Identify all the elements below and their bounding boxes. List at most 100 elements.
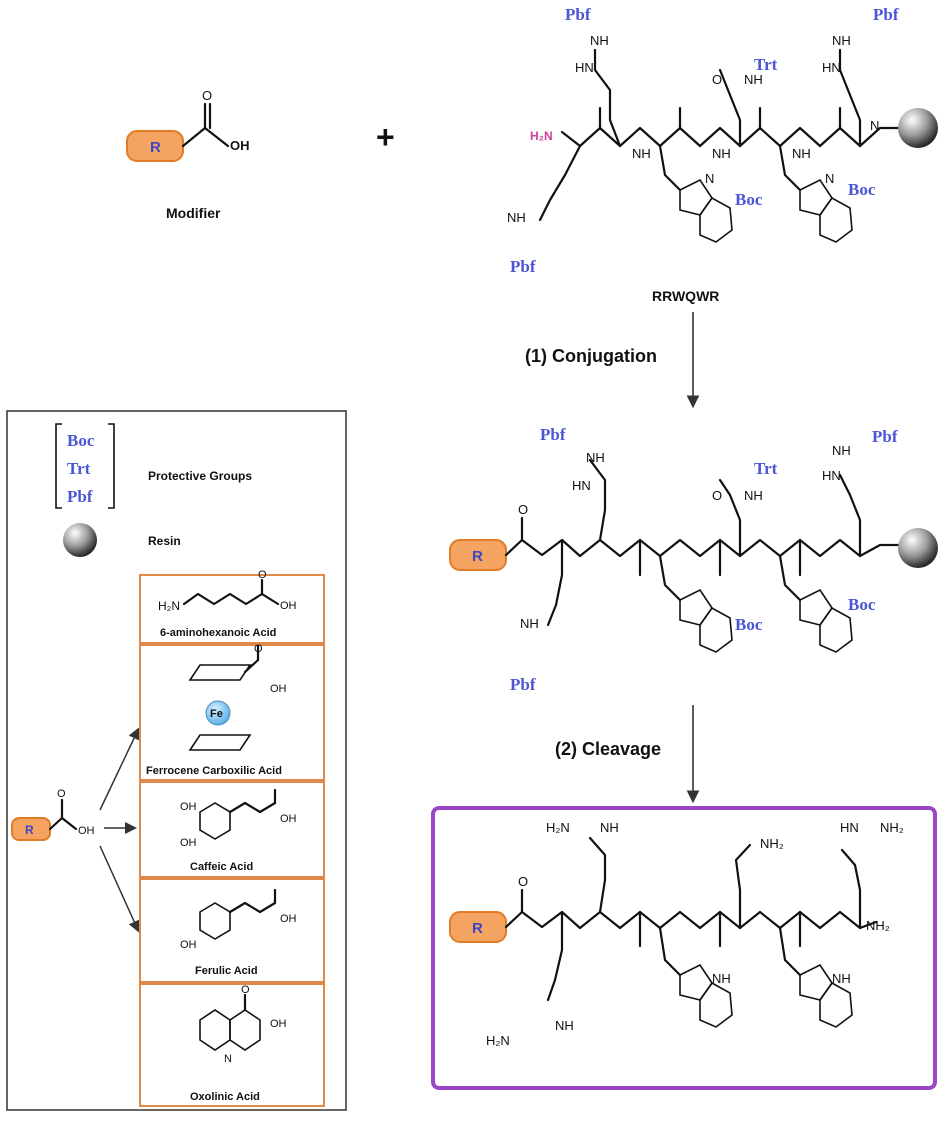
modifier-box-5 (139, 983, 325, 1107)
ferrocene-name: Ferrocene Carboxilic Acid (146, 765, 282, 777)
boc-1: Boc (735, 190, 763, 209)
small-o: O (57, 788, 66, 800)
protective-groups-legend: Boc Trt Pbf Protective Groups Resin (55, 423, 252, 557)
resin-bead-2 (898, 528, 938, 568)
trp-nh-1: NH (712, 971, 731, 986)
ferulic-oh: OH (280, 913, 297, 925)
modifier-box-1 (139, 574, 325, 644)
trp-nh-2: NH (832, 971, 851, 986)
conjugated-peptide: R O HN NH HN NH Pbf Pbf Trt O NH NH Pbf … (449, 425, 938, 694)
oxolinic-oh: OH (270, 1018, 287, 1030)
aminohexanoic-h2n: H₂N (158, 599, 180, 613)
ferulic-name: Ferulic Acid (195, 965, 258, 977)
r-group-label-3: R (472, 920, 483, 937)
nh-3: NH (792, 146, 811, 161)
nh-arg1-c: NH (586, 450, 605, 465)
trp2-n: N (825, 171, 834, 186)
peptide-name: RRWQWR (652, 288, 719, 304)
aminohexanoic-o: O (258, 569, 267, 581)
oxolinic-name: Oxolinic Acid (190, 1091, 260, 1103)
h2n-arg1: H₂N (546, 820, 570, 835)
legend-panel (6, 410, 347, 1111)
pbf-top-right-2: Pbf (872, 427, 898, 446)
nh-1: NH (632, 146, 651, 161)
pg-trt: Trt (67, 459, 91, 478)
product-box (431, 806, 937, 1090)
caffeic-oh: OH (280, 813, 297, 825)
c-terminal-nh2: NH₂ (866, 918, 890, 933)
oxolinic-o: O (241, 984, 250, 996)
hn-arg1-c: HN (572, 478, 591, 493)
ferulic-ho: OH (180, 939, 197, 951)
branch-arrow-down (99, 845, 140, 933)
aminohexanoic-oh: OH (280, 600, 297, 612)
product-structure: R O NH₂ H₂N NH NH₂ HN NH₂ H₂N NH NH NH (449, 820, 904, 1048)
trp1-n: N (705, 171, 714, 186)
hn-arg-down: NH (507, 210, 526, 225)
modifier-title: Modifier (166, 205, 221, 221)
gln-nh2: NH₂ (760, 836, 784, 851)
step-cleavage: (2) Cleavage (555, 739, 661, 759)
n-terminal-amine: H₂N (530, 129, 553, 143)
pbf-top-left: Pbf (565, 5, 591, 24)
modifier-box-3 (139, 781, 325, 878)
trt-top: Trt (754, 55, 778, 74)
iron-label: Fe (210, 708, 223, 720)
pg-boc: Boc (67, 431, 95, 450)
small-oh: OH (78, 825, 95, 837)
nh-arg-down-p: NH (555, 1018, 574, 1033)
gln-nh: NH (744, 72, 763, 87)
gln-nh-2: NH (744, 488, 763, 503)
r-group-label-2: R (472, 548, 483, 565)
acyl-oxygen-3: O (518, 874, 528, 889)
generic-modifier: R O OH (11, 727, 140, 933)
modifier-box-2 (139, 644, 325, 781)
protected-peptide: H₂N NH NH NH N HN NH HN NH Pbf Pbf Trt O… (507, 5, 938, 304)
hn-arg6: HN (822, 60, 841, 75)
modifier-box-4 (139, 878, 325, 983)
resin-bead-1 (898, 108, 938, 148)
pbf-top-left-2: Pbf (540, 425, 566, 444)
nh-arg6: NH (832, 33, 851, 48)
caffeic-ho-2: OH (180, 837, 197, 849)
hn-arg1: HN (575, 60, 594, 75)
modifier-oxygen: O (202, 88, 212, 103)
nh-4: N (870, 118, 879, 133)
boc-3: Boc (735, 615, 763, 634)
nh-arg1: NH (590, 33, 609, 48)
modifier-oh: OH (230, 138, 250, 153)
oxolinic-n: N (224, 1053, 232, 1065)
step-conjugation: (1) Conjugation (525, 346, 657, 366)
nh-arg1-p: NH (600, 820, 619, 835)
resin-label: Resin (148, 534, 181, 548)
hn-arg6-c: HN (822, 468, 841, 483)
nh-2: NH (712, 146, 731, 161)
ferrocene-oh: OH (270, 683, 287, 695)
nh-arg6-c: NH (832, 443, 851, 458)
r-group-label-small: R (25, 823, 34, 837)
pbf-bottom-left-2: Pbf (510, 675, 536, 694)
boc-2: Boc (848, 180, 876, 199)
resin-legend-bead (63, 523, 97, 557)
acyl-oxygen: O (518, 502, 528, 517)
modifier-structure: R O OH Modifier (126, 88, 250, 221)
boc-4: Boc (848, 595, 876, 614)
branch-arrow-up (99, 727, 140, 811)
r-group-label: R (150, 139, 161, 156)
nh2-arg6-p: NH₂ (880, 820, 904, 835)
iron-atom (205, 700, 231, 726)
protective-groups-label: Protective Groups (148, 469, 252, 483)
pbf-bottom-left: Pbf (510, 257, 536, 276)
caffeic-name: Caffeic Acid (190, 861, 253, 873)
plus-sign: + (376, 119, 395, 155)
pg-pbf: Pbf (67, 487, 93, 506)
hn-arg-down-2: NH (520, 616, 539, 631)
trt-2: Trt (754, 459, 778, 478)
modifier-list: H₂N O OH 6-aminohexanoic Acid O OH Fe Fe… (139, 569, 325, 1107)
ferrocene-o: O (254, 643, 263, 655)
gln-oxygen: O (712, 72, 722, 87)
caffeic-ho-1: OH (180, 801, 197, 813)
aminohexanoic-name: 6-aminohexanoic Acid (160, 627, 276, 639)
